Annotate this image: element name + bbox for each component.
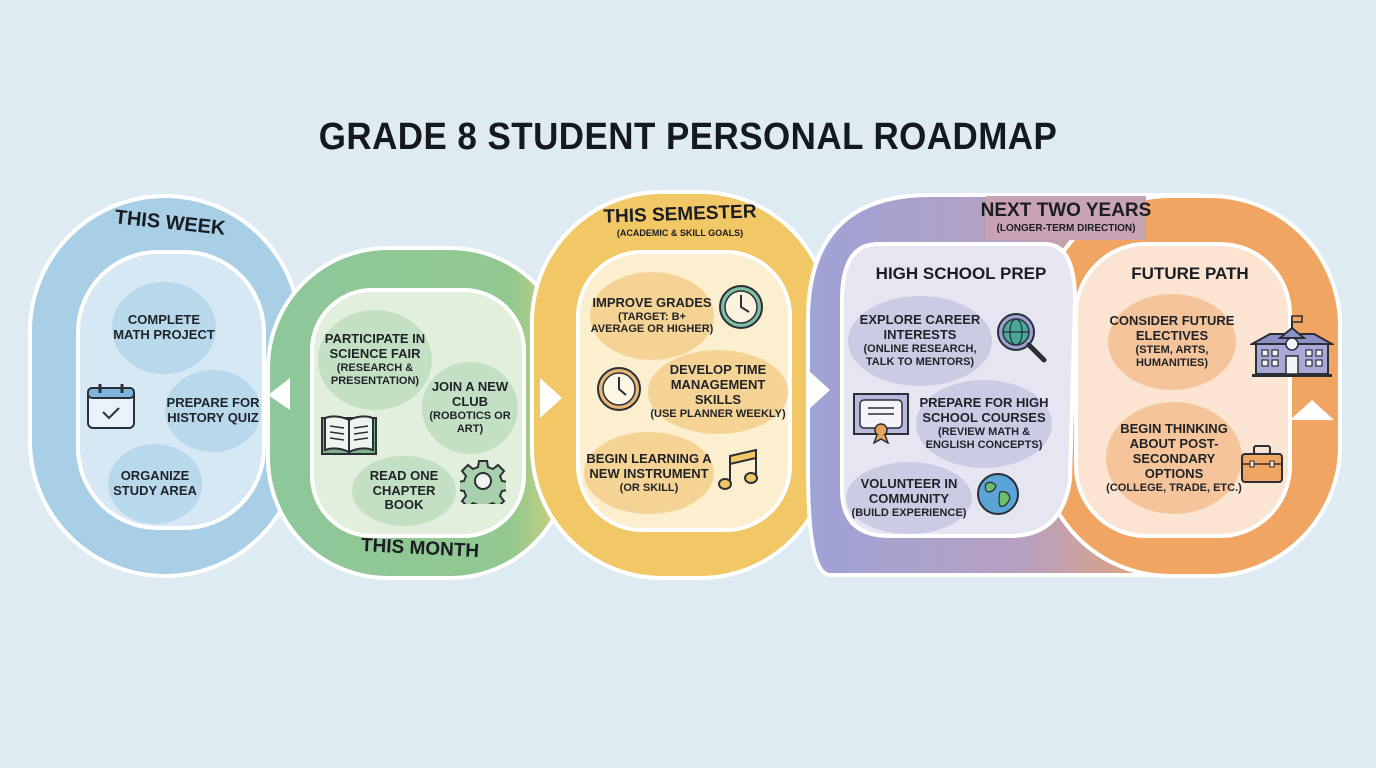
gear-icon [460, 460, 506, 504]
future-item-2: BEGIN THINKING ABOUT POST-SECONDARY OPTI… [1106, 402, 1242, 514]
stage-label-two-years: NEXT TWO YEARS [980, 200, 1152, 221]
future-item-1: CONSIDER FUTURE ELECTIVES(STEM, ARTS, HU… [1108, 294, 1236, 390]
week-item-3: ORGANIZE STUDY AREA [108, 444, 202, 524]
hsprep-item-1: EXPLORE CAREER INTERESTS(ONLINE RESEARCH… [848, 296, 992, 386]
clock-icon [719, 285, 763, 329]
month-item-3: READ ONE CHAPTER BOOK [352, 456, 456, 526]
open-book-icon [321, 415, 377, 455]
month-item-2: JOIN A NEW CLUB(ROBOTICS OR ART) [422, 362, 518, 454]
music-note-icon [718, 448, 758, 490]
globe-search-icon [997, 313, 1047, 363]
section-label-future-path: FUTURE PATH [1131, 264, 1249, 283]
hsprep-item-2: PREPARE FOR HIGH SCHOOL COURSES(REVIEW M… [916, 380, 1052, 468]
hsprep-item-3: VOLUNTEER IN COMMUNITY(BUILD EXPERIENCE) [846, 462, 972, 534]
week-item-2: PREPARE FOR HISTORY QUIZ [165, 370, 261, 452]
school-building-icon [1250, 315, 1334, 377]
month-item-1: PARTICIPATE IN SCIENCE FAIR(RESEARCH & P… [318, 310, 432, 410]
briefcase-icon [1241, 445, 1283, 483]
clock-icon [597, 367, 641, 411]
week-item-1: COMPLETE MATH PROJECT [112, 282, 216, 374]
section-label-high-school-prep: HIGH SCHOOL PREP [875, 264, 1047, 283]
semester-item-3: BEGIN LEARNING A NEW INSTRUMENT(OR SKILL… [584, 432, 714, 514]
stage-sublabel-two-years: (LONGER-TERM DIRECTION) [996, 223, 1136, 234]
calendar-check-icon [87, 384, 135, 429]
earth-icon [977, 473, 1019, 515]
semester-item-2: DEVELOP TIME MANAGEMENT SKILLS(USE PLANN… [648, 350, 788, 434]
page-title: GRADE 8 STUDENT PERSONAL ROADMAP [318, 116, 1058, 158]
stage-sublabel-semester: (ACADEMIC & SKILL GOALS) [616, 228, 744, 238]
semester-item-1: IMPROVE GRADES(TARGET: B+ AVERAGE OR HIG… [590, 272, 714, 360]
certificate-icon [853, 393, 909, 444]
